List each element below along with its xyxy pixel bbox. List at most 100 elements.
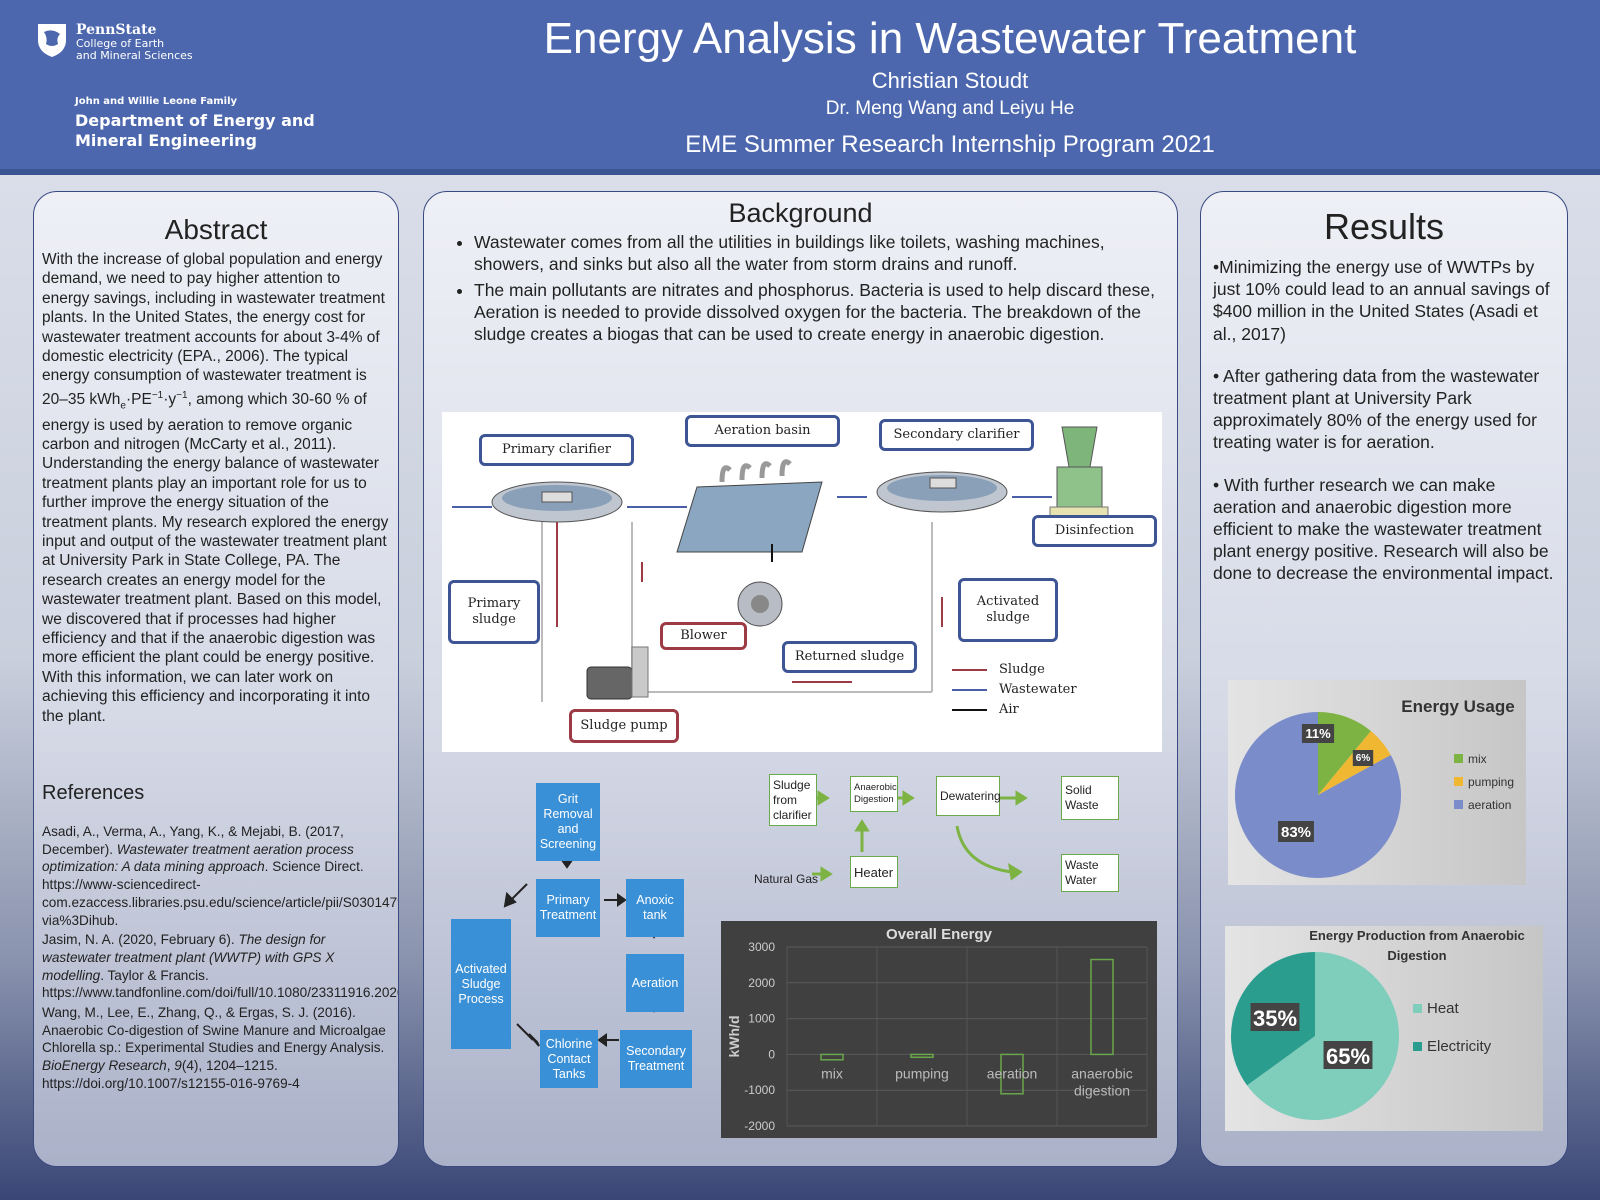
returned-sludge-label: Returned sludge — [782, 641, 917, 673]
data-label-bg — [1352, 750, 1374, 766]
background-panel: Background Wastewater comes from all the… — [423, 191, 1178, 1167]
background-heading: Background — [728, 198, 873, 228]
legend-label: aeration — [1468, 798, 1511, 812]
college-line1: College of Earth — [76, 37, 165, 50]
reference-item: Jasim, N. A. (2020, February 6). The des… — [42, 932, 399, 1001]
primary-clarifier-label: Primary clarifier — [479, 434, 634, 466]
legend-label: Heat — [1427, 1000, 1460, 1017]
abstract-text: With the increase of global population a… — [42, 251, 389, 725]
dept-line1: Department of Energy and — [75, 111, 315, 130]
reference-item: Asadi, A., Verma, A., Yang, K., & Mejabi… — [42, 824, 398, 928]
digestion-sludge-from-clarifier: Sludge from clarifier — [769, 774, 817, 826]
dept-line2: Mineral Engineering — [75, 131, 257, 150]
chart-title: Overall Energy — [886, 926, 993, 943]
author: Christian Stoudt — [871, 68, 1029, 93]
legend-swatch — [1454, 800, 1463, 809]
university-name: PennState — [76, 22, 157, 38]
legend-wastewater: Wastewater — [999, 682, 1077, 697]
results-text: •Minimizing the energy use of WWTPs by j… — [1201, 248, 1567, 585]
x-tick-label: mix — [821, 1065, 843, 1081]
chart-title: Digestion — [1387, 948, 1446, 963]
overall-energy-svg: Overall Energy3000200010000-1000-2000kWh… — [726, 926, 1148, 1133]
data-label-bg — [1250, 1003, 1300, 1031]
energy-usage-svg: 11% 6% 83% Energy Usage mix pumping aeration — [1235, 697, 1515, 878]
title-block: Energy Analysis in Wastewater Treatment … — [500, 12, 1400, 162]
flow-aeration: Aeration — [626, 954, 684, 1012]
program: EME Summer Research Internship Program 2… — [685, 131, 1215, 158]
y-tick-label: -1000 — [744, 1083, 775, 1097]
x-tick-label: pumping — [895, 1065, 949, 1081]
y-tick-label: 0 — [768, 1047, 775, 1061]
process-drawing — [452, 426, 1109, 711]
digestion-anaerobic: Anaerobic Digestion — [850, 776, 898, 812]
poster-title: Energy Analysis in Wastewater Treatment — [543, 14, 1357, 63]
flow-activated-sludge: Activated Sludge Process — [451, 919, 511, 1049]
results-point: •Minimizing the energy use of WWTPs by j… — [1213, 257, 1550, 344]
results-panel: Results •Minimizing the energy use of WW… — [1200, 191, 1568, 1167]
x-tick-label: aeration — [987, 1065, 1038, 1081]
poster-header: PennState College of Earth and Mineral S… — [0, 0, 1600, 175]
flow-chlorine-contact: Chlorine Contact Tanks — [540, 1030, 598, 1088]
digestion-solid-waste: Solid Waste — [1061, 776, 1119, 820]
bar-mix — [820, 1053, 844, 1061]
references-list: Asadi, A., Verma, A., Yang, K., & Mejabi… — [34, 805, 398, 1093]
abstract-heading: Abstract — [164, 214, 268, 245]
legend-air: Air — [999, 702, 1019, 717]
digestion-waste-water: Waste Water — [1061, 854, 1119, 892]
digestion-natural-gas: Natural Gas — [754, 872, 819, 886]
bullet-item: The main pollutants are nitrates and pho… — [474, 279, 1157, 345]
results-heading: Results — [1323, 206, 1445, 247]
pie-slice-heat — [1247, 952, 1399, 1120]
flow-primary-treatment: Primary Treatment — [536, 879, 600, 937]
bar-anaerobic-digestion — [1090, 958, 1114, 1056]
sludge-pump-motor — [586, 666, 633, 700]
activated-sludge-label: Activated sludge — [958, 578, 1058, 642]
aeration-basin-tank — [676, 481, 823, 553]
abstract-panel: Abstract With the increase of global pop… — [33, 191, 399, 1167]
pie-slice-aeration — [1235, 712, 1401, 878]
data-label: 35% — [1253, 1006, 1297, 1031]
blower-label: Blower — [660, 622, 747, 650]
digestion-dewatering: Dewatering — [936, 776, 1001, 816]
disinfection-unit — [1056, 466, 1103, 508]
energy-usage-chart: 11% 6% 83% Energy Usage mix pumping aeration — [1228, 680, 1526, 885]
data-label-bg — [1278, 821, 1314, 842]
y-tick-label: 3000 — [748, 940, 775, 954]
legend-swatch — [1413, 1042, 1422, 1051]
disinfection-label: Disinfection — [1032, 515, 1157, 547]
results-point: • With further research we can make aera… — [1213, 474, 1554, 584]
y-tick-label: 1000 — [748, 1012, 775, 1026]
background-bullets: Wastewater comes from all the utilities … — [424, 229, 1177, 345]
legend-label: pumping — [1468, 775, 1514, 789]
data-label-bg — [1301, 724, 1335, 743]
data-label: 11% — [1305, 726, 1331, 741]
aeration-basin-label: Aeration basin — [685, 415, 840, 447]
secondary-clarifier-label: Secondary clarifier — [879, 419, 1034, 451]
bar-aeration — [1000, 1053, 1024, 1095]
data-label: 83% — [1281, 824, 1311, 841]
y-tick-label: -2000 — [744, 1119, 775, 1133]
advisors: Dr. Meng Wang and Leiyu He — [825, 98, 1075, 119]
flow-grit-removal: Grit Removal and Screening — [536, 783, 600, 861]
nittany-lion-shield-icon — [38, 24, 66, 57]
department-block: John and Willie Leone Family Department … — [75, 96, 315, 151]
legend-label: mix — [1468, 752, 1487, 766]
college-line2: and Mineral Sciences — [76, 49, 193, 62]
data-label: 6% — [1356, 753, 1371, 764]
sludge-pump-label: Sludge pump — [569, 709, 679, 743]
references-heading: References — [42, 782, 145, 804]
anaerobic-production-svg: 65%35%Energy Production from AnaerobicDi… — [1231, 928, 1525, 1120]
y-tick-label: 2000 — [748, 976, 775, 990]
chart-title: Energy Usage — [1401, 697, 1514, 716]
legend-label: Electricity — [1427, 1038, 1492, 1055]
chart-title: Energy Production from Anaerobic — [1309, 928, 1525, 943]
data-label-bg — [1323, 1041, 1373, 1069]
flow-anoxic-tank: Anoxic tank — [626, 879, 684, 937]
flow-secondary-treatment: Secondary Treatment — [620, 1030, 692, 1088]
bullet-item: Wastewater comes from all the utilities … — [474, 231, 1157, 275]
primary-sludge-label: Primary sludge — [448, 580, 540, 644]
results-point: • After gathering data from the wastewat… — [1213, 365, 1540, 453]
